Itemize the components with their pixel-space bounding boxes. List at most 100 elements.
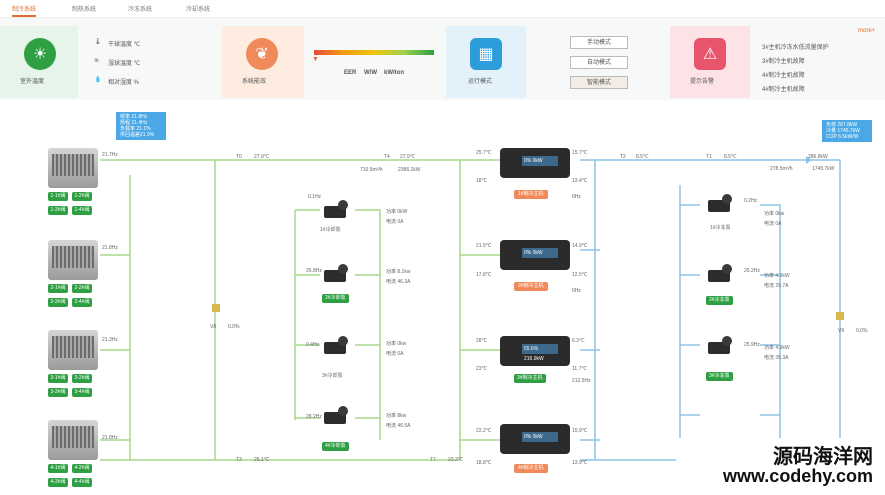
pump-hz: 0.4Hz xyxy=(306,342,320,348)
chiller-out-temp: 17.8℃ xyxy=(476,272,492,278)
alarm-item[interactable]: 4#制冷主机故障 xyxy=(762,87,805,93)
pump-icon xyxy=(704,194,736,216)
pump-power: 功率 0kW xyxy=(386,209,408,215)
pump-name: 4#冷却泵 xyxy=(322,442,349,451)
humidity: 相对湿度 % xyxy=(108,80,140,86)
valve-tag[interactable]: 1-4#阀 xyxy=(72,206,92,215)
pump-hz: 0.2Hz xyxy=(744,198,758,204)
pump-icon xyxy=(704,264,736,286)
chiller-return-temp: 13.9℃ xyxy=(572,460,588,466)
grid-icon: ▦ xyxy=(470,38,502,70)
chiller-kw: 0kW xyxy=(532,158,543,164)
chiller-in-temp: 22.2℃ xyxy=(476,428,492,434)
load-cooling: 2386.1kW xyxy=(398,167,421,173)
chiller-supply-temp: 6.3℃ xyxy=(572,338,585,344)
valve-tag[interactable]: 4-1#阀 xyxy=(48,464,68,473)
pump-hz: 25.9Hz xyxy=(744,342,760,348)
outdoor-label: 室外温度 xyxy=(20,79,45,85)
valve-tag[interactable]: 3-3#阀 xyxy=(48,388,68,397)
tab-heating[interactable]: 制热系统 xyxy=(72,7,97,13)
valve-tag[interactable]: 3-2#阀 xyxy=(72,374,92,383)
pump-current: 电流 0A xyxy=(386,351,404,357)
pump-name: 3#冷冻泵 xyxy=(706,372,733,381)
chiller-out-temp: 18℃ xyxy=(476,178,488,184)
alarm-item[interactable]: 3#制冷主机故障 xyxy=(762,59,805,65)
pump-hz: 25.2Hz xyxy=(744,268,760,274)
info-line: 供回温差21.9% xyxy=(120,132,155,138)
more-link[interactable]: more+ xyxy=(858,28,876,34)
alarm-panel: ⚠ 提示告警 xyxy=(670,26,750,98)
valve-tag[interactable]: 2-1#阀 xyxy=(48,284,68,293)
t2-value: 8.5℃ xyxy=(636,154,649,160)
pump-name: 2#冷却泵 xyxy=(322,294,349,303)
cooling-tower-icon xyxy=(48,420,98,460)
manual-mode-button[interactable]: 手动模式 xyxy=(570,36,628,49)
tab-cooling[interactable]: 制冷系统 xyxy=(12,4,37,17)
eer-label: EER xyxy=(344,70,357,76)
flow-cooling: 710.5m³/h xyxy=(360,167,383,173)
eer-bar xyxy=(314,50,434,55)
v9-value: 0.0% xyxy=(856,328,868,334)
pump-name: 2#冷冻泵 xyxy=(706,296,733,305)
tower-hz: 21.7Hz xyxy=(102,152,118,158)
valve-tag[interactable]: 4-4#阀 xyxy=(72,478,92,487)
pump-name: 1#冷却泵 xyxy=(320,227,341,233)
info-line: 频率 21.8Hz xyxy=(120,114,148,120)
chiller-pct: 0% xyxy=(524,434,532,440)
energy-label: 系统能效 xyxy=(242,79,267,85)
valve-icon[interactable] xyxy=(836,312,844,320)
eer-unit-ww: W/W xyxy=(364,70,377,76)
valve-tag[interactable]: 3-1#阀 xyxy=(48,374,68,383)
t1-value: 8.5℃ xyxy=(724,154,737,160)
chiller-name: 4#制冷主机 xyxy=(514,464,548,473)
valve-tag[interactable]: 2-3#阀 xyxy=(48,298,68,307)
chiller-return-temp: 12.5℃ xyxy=(572,272,588,278)
cooling-tower-info: 频率 21.8Hz 扬程 21.4Hz 负载率 21.1% 供回温差21.9% xyxy=(116,112,166,140)
chiller-name: 3#制冷主机 xyxy=(514,374,546,383)
cooling-tower-icon xyxy=(48,148,98,188)
pump-icon xyxy=(320,200,352,222)
valve-icon[interactable] xyxy=(212,304,220,312)
chiller-out-temp: 18.8℃ xyxy=(476,460,492,466)
smart-mode-button[interactable]: 智能模式 xyxy=(570,76,628,89)
pump-power: 功率 4.9kW xyxy=(764,345,790,351)
t0-value: 27.9℃ xyxy=(254,154,270,160)
eer-pointer-icon: ▼ xyxy=(312,56,319,63)
alarm-item[interactable]: 3#主机冷冻水低流量保护 xyxy=(762,45,829,51)
dry-bulb: 干球温度 ℃ xyxy=(108,42,141,48)
chiller-supply-temp: 14.9℃ xyxy=(572,243,588,249)
watermark-title: 源码海洋网 xyxy=(773,446,873,468)
leaf-icon: ❦ xyxy=(246,38,278,70)
chiller-name: 1#制冷主机 xyxy=(514,190,548,199)
chiller-supply-temp: 15.7℃ xyxy=(572,150,588,156)
chiller-icon: 0% 0kW xyxy=(500,424,570,454)
valve-tag[interactable]: 1-1#阀 xyxy=(48,192,68,201)
info-line: COP 6.5kW/W xyxy=(826,134,859,140)
pump-current: 电流 29.7A xyxy=(764,283,789,289)
alarm-item[interactable]: 4#制冷主机故障 xyxy=(762,73,805,79)
auto-mode-button[interactable]: 自动模式 xyxy=(570,56,628,69)
valve-tag[interactable]: 3-4#阀 xyxy=(72,388,92,397)
tab-chilled[interactable]: 冷冻系统 xyxy=(128,7,153,13)
pump-hz: 0.1Hz xyxy=(308,194,322,200)
valve-tag[interactable]: 4-3#阀 xyxy=(48,478,68,487)
valve-tag[interactable]: 2-2#阀 xyxy=(72,284,92,293)
valve-tag[interactable]: 4-2#阀 xyxy=(72,464,92,473)
tab-cooling-water[interactable]: 冷却系统 xyxy=(186,7,211,13)
valve-tag[interactable]: 1-3#阀 xyxy=(48,206,68,215)
chiller-in-temp: 25.7℃ xyxy=(476,150,492,156)
valve-tag[interactable]: 2-4#阀 xyxy=(72,298,92,307)
chiller-freq: 0Hz xyxy=(572,194,581,200)
v9-label: V9 xyxy=(838,328,845,334)
chiller-freq: 0Hz xyxy=(572,288,581,294)
chiller-pct: 0% xyxy=(524,158,532,164)
chiller-icon: 55.6% 216.9kW xyxy=(500,336,570,366)
pump-current: 电流 46.3A xyxy=(386,279,411,285)
cooling-tower-icon xyxy=(48,240,98,280)
valve-tag[interactable]: 1-2#阀 xyxy=(72,192,92,201)
watermark-url: www.codehy.com xyxy=(722,466,873,486)
info-line: 扬程 21.4Hz xyxy=(120,120,148,126)
pump-hz: 28.2Hz xyxy=(306,414,322,420)
pump-power: 功率 8kw xyxy=(386,413,407,419)
t2-label: T2 xyxy=(620,154,626,160)
